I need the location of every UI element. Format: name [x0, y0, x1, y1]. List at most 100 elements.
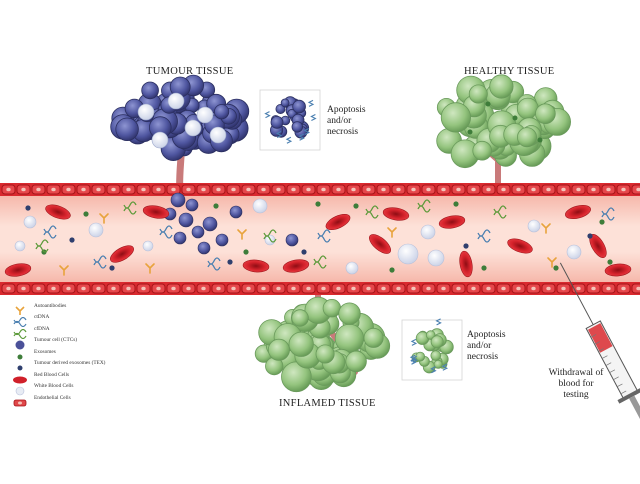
white-blood-cell — [137, 103, 155, 121]
ctdna-fragment — [430, 366, 437, 374]
inflamed-tissue — [254, 282, 391, 393]
endothelial-nucleus — [6, 187, 11, 192]
tumour-derived-exosome — [25, 205, 31, 211]
ctdna-fragment — [411, 355, 418, 363]
endothelial-nucleus — [426, 187, 431, 192]
ctdna-fragment — [410, 338, 418, 346]
white-blood-cell — [184, 119, 202, 137]
autoantibody — [145, 263, 155, 274]
endothelial-nucleus — [501, 187, 506, 192]
inflamed-cell — [315, 344, 335, 364]
syringe-needle — [559, 262, 594, 325]
ctdna-fragment — [307, 99, 315, 107]
syringe-flange — [617, 386, 640, 404]
white-blood-cell — [420, 224, 436, 240]
tumour-cell — [115, 117, 139, 142]
red-blood-cell — [242, 259, 270, 273]
endothelial-nucleus — [156, 286, 161, 291]
red-blood-cell — [565, 204, 591, 220]
cfdna-icon — [12, 324, 28, 339]
endothelial-nucleus — [351, 187, 356, 192]
circulating-tumour-cell — [191, 225, 205, 239]
endothelial-nucleus — [246, 286, 251, 291]
white-blood-cell — [209, 126, 227, 144]
tumour-apoptosis-inset — [259, 89, 321, 151]
white-blood-cell — [14, 240, 26, 252]
endothelial-nucleus — [531, 286, 536, 291]
legend-item: Endothelial Cells — [12, 392, 162, 406]
exosome — [512, 115, 518, 121]
vessel-contents — [4, 192, 632, 278]
endothelial-nucleus — [426, 286, 431, 291]
endothelial-nucleus — [201, 286, 206, 291]
endothelial-nucleus — [36, 286, 41, 291]
red-blood-cell — [438, 215, 466, 229]
endothelial-nucleus — [396, 286, 401, 291]
legend-item: Exosomes — [12, 346, 162, 359]
inflamed-cell — [334, 323, 364, 353]
healthy-cell — [517, 127, 538, 148]
tumour-tissue — [110, 74, 250, 199]
tumour-derived-exosome — [463, 243, 469, 249]
endothelial-nucleus — [606, 187, 611, 192]
endothelial-nucleus — [396, 187, 401, 192]
endothelial-nucleus — [231, 286, 236, 291]
white-blood-cell — [23, 215, 37, 229]
healthy-cell — [440, 102, 471, 133]
endothelial-nucleus — [21, 286, 26, 291]
white-blood-cell — [167, 92, 185, 110]
ctdna-fragment — [317, 229, 331, 243]
ctdna-fragment — [285, 136, 293, 144]
tumour-derived-exosome — [109, 265, 115, 271]
endothelial-nucleus — [321, 286, 326, 291]
cfdna-fragment — [417, 199, 431, 213]
endothelial-nucleus — [306, 286, 311, 291]
endothelial-nucleus — [216, 286, 221, 291]
endothelial-nucleus — [306, 187, 311, 192]
tumour-cell — [291, 121, 304, 133]
blood-vessel — [0, 183, 640, 295]
circulating-tumour-cell — [178, 212, 194, 228]
tumour-cell — [280, 98, 290, 108]
endothelial-nucleus — [411, 187, 416, 192]
exosome — [83, 211, 89, 217]
circulating-tumour-cell — [202, 216, 218, 232]
endothelial-nucleus — [321, 187, 326, 192]
endothelial-nucleus — [66, 187, 71, 192]
syringe-tick — [605, 362, 612, 366]
white-blood-cell — [566, 244, 582, 260]
endothelial-nucleus — [351, 286, 356, 291]
ctdna-fragment — [303, 128, 311, 135]
tumour-derived-exosome — [301, 249, 307, 255]
syringe-tick — [590, 334, 597, 338]
inflamed-cell — [291, 309, 309, 327]
wbc-icon — [12, 381, 28, 396]
endothelial-nucleus — [561, 286, 566, 291]
red-blood-cell — [45, 204, 71, 220]
legend: Autoantibodies ctDNA cfDNA Tumour cell (… — [12, 300, 162, 406]
white-blood-cell — [142, 240, 154, 252]
vessel-lumen — [0, 196, 640, 282]
endothelial-nucleus — [501, 286, 506, 291]
circulating-tumour-cell — [229, 205, 243, 219]
syringe-tick — [616, 383, 623, 388]
endothelial-cell — [631, 184, 640, 195]
inflamed-cell — [363, 327, 384, 348]
red-blood-cell — [369, 234, 391, 254]
circulating-tumour-cell — [170, 192, 186, 208]
endothelial-nucleus — [456, 187, 461, 192]
endothelial-nucleus — [141, 187, 146, 192]
exosome — [213, 203, 219, 209]
endothelial-nucleus — [381, 286, 386, 291]
endothelial-nucleus — [366, 286, 371, 291]
endothelial-nucleus — [621, 286, 626, 291]
white-blood-cell — [88, 222, 104, 238]
endothelial-nucleus — [156, 187, 161, 192]
tumour-derived-exosome — [227, 259, 233, 265]
endothelial-nucleus — [111, 187, 116, 192]
white-blood-cell — [151, 131, 169, 149]
endothelial-nucleus — [216, 187, 221, 192]
syringe-tick — [594, 341, 601, 345]
endothelial-cell — [631, 283, 640, 294]
inflamed-cell — [288, 331, 314, 357]
